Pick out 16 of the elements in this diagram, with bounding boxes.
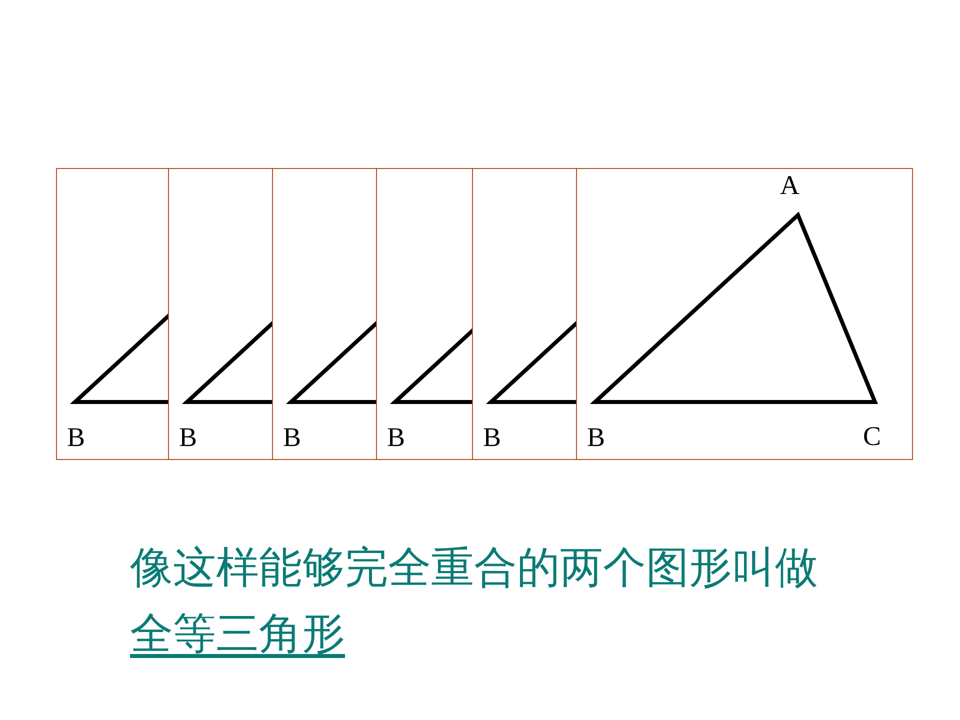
vertex-label: B <box>283 424 302 451</box>
card <box>168 168 273 460</box>
card <box>56 168 169 460</box>
vertex-label: A <box>780 172 800 199</box>
card <box>472 168 577 460</box>
term-text: 全等三角形 <box>130 609 345 659</box>
card <box>272 168 377 460</box>
caption-text: 像这样能够完全重合的两个图形叫做 <box>130 543 818 593</box>
vertex-label: B <box>483 424 502 451</box>
vertex-label: B <box>587 424 606 451</box>
vertex-label: C <box>863 423 882 450</box>
vertex-label: B <box>179 424 198 451</box>
vertex-label: B <box>67 424 86 451</box>
vertex-label: B <box>387 424 406 451</box>
card <box>576 168 913 460</box>
card <box>376 168 473 460</box>
